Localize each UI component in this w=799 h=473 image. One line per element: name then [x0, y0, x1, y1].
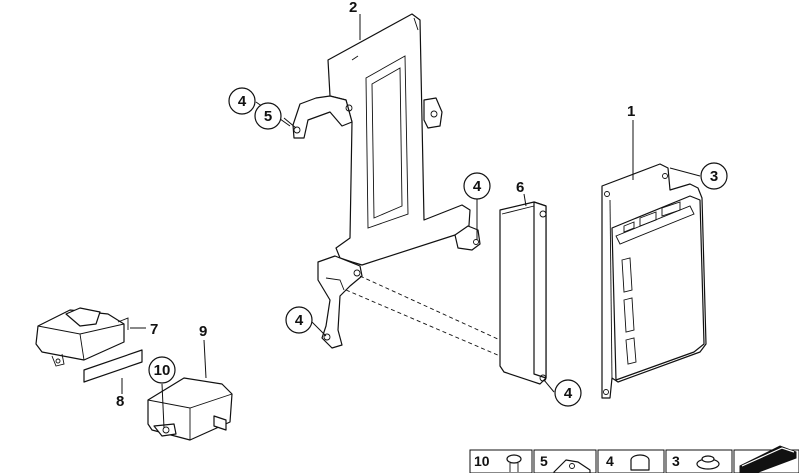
- legend-item-3: 3: [665, 449, 733, 473]
- svg-text:4: 4: [564, 385, 573, 402]
- callout-circle-4-c: 4: [285, 306, 313, 334]
- legend-item-10: 10: [469, 449, 533, 473]
- svg-text:4: 4: [295, 312, 304, 329]
- legend-item-5: 5: [533, 449, 597, 473]
- legend-item-4: 4: [597, 449, 665, 473]
- wedge-icon: [739, 445, 797, 473]
- callout-7: 7: [150, 321, 158, 338]
- svg-text:3: 3: [672, 453, 680, 469]
- svg-text:4: 4: [473, 178, 482, 195]
- flange-nut-icon: [696, 455, 720, 470]
- hardware-legend: 10 5 4 3: [469, 445, 799, 473]
- callout-9: 9: [199, 323, 207, 340]
- callout-circle-3: 3: [700, 162, 728, 190]
- callout-circle-5: 5: [254, 102, 282, 130]
- callout-circle-10: 10: [148, 356, 176, 384]
- callout-circle-4-d: 4: [554, 379, 582, 407]
- svg-text:10: 10: [474, 453, 490, 469]
- svg-text:5: 5: [540, 453, 548, 469]
- svg-text:4: 4: [238, 93, 247, 110]
- control-unit-part: [601, 163, 707, 399]
- callout-8: 8: [116, 393, 124, 410]
- callout-circle-4-b: 4: [463, 172, 491, 200]
- clip-nut-icon: [553, 459, 591, 473]
- callout-labels: 2 1 6 7 8 9 4 5 4 3 4 4: [116, 0, 728, 410]
- antenna-module-part: [499, 201, 547, 385]
- adhesive-strip-part: [83, 349, 143, 383]
- callout-2: 2: [349, 0, 357, 16]
- small-module-part: [35, 307, 129, 367]
- callout-1: 1: [627, 103, 635, 120]
- sensor-module-part: [147, 377, 233, 441]
- legend-item-wedge: [733, 445, 799, 473]
- mounting-bracket-part: [292, 13, 481, 349]
- callout-6: 6: [516, 179, 524, 196]
- svg-text:5: 5: [264, 108, 272, 125]
- callout-circle-4-a: 4: [228, 87, 256, 115]
- hex-nut-icon: [630, 454, 650, 471]
- screw-icon: [506, 454, 522, 472]
- svg-text:10: 10: [154, 362, 171, 379]
- svg-text:4: 4: [606, 453, 614, 469]
- svg-text:3: 3: [710, 168, 718, 185]
